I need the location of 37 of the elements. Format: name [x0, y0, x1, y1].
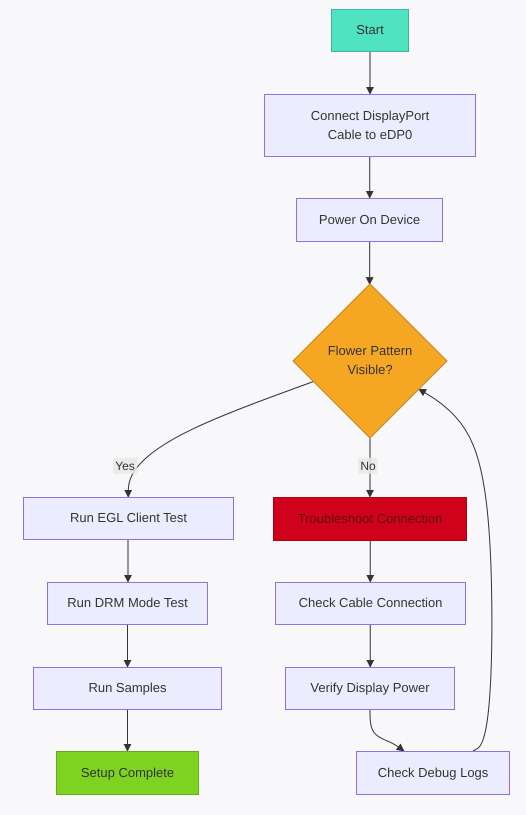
node-label: Setup Complete [80, 764, 174, 782]
error-box [273, 497, 467, 541]
arrow [366, 242, 374, 286]
process-box [33, 667, 222, 710]
arrow [124, 540, 132, 583]
edge-label: No [358, 458, 378, 474]
node-label: Start [356, 21, 384, 40]
edge-label: Yes [113, 458, 137, 474]
process-box [47, 582, 208, 625]
node-label: Troubleshoot Connection [298, 510, 442, 528]
process-box [296, 198, 443, 242]
node-label: Flower Pattern Visible? [326, 342, 414, 379]
start-box [331, 9, 409, 52]
arrow [366, 438, 374, 498]
arrow [366, 52, 374, 95]
arrow [366, 156, 374, 199]
node-label: Run EGL Client Test [70, 509, 188, 528]
arrow [124, 624, 132, 668]
process-box [275, 582, 466, 625]
node-label: Verify Display Power [310, 679, 430, 698]
end-box [56, 751, 199, 795]
arrow [366, 540, 374, 583]
process-box [264, 94, 476, 157]
node-label: Connect DisplayPort Cable to eDP0 [310, 106, 430, 144]
arrow [418, 388, 492, 752]
arrow [370, 710, 405, 752]
arrow [366, 624, 374, 668]
node-label: Run Samples [88, 679, 167, 698]
process-box [356, 751, 510, 795]
arrow [124, 381, 314, 498]
node-label: Power On Device [318, 210, 420, 229]
node-label: Check Cable Connection [298, 594, 442, 612]
arrow [124, 710, 132, 752]
node-label: Run DRM Mode Test [67, 594, 188, 612]
node-label: Check Debug Logs [378, 764, 488, 782]
process-box [285, 667, 455, 710]
process-box [23, 497, 234, 540]
